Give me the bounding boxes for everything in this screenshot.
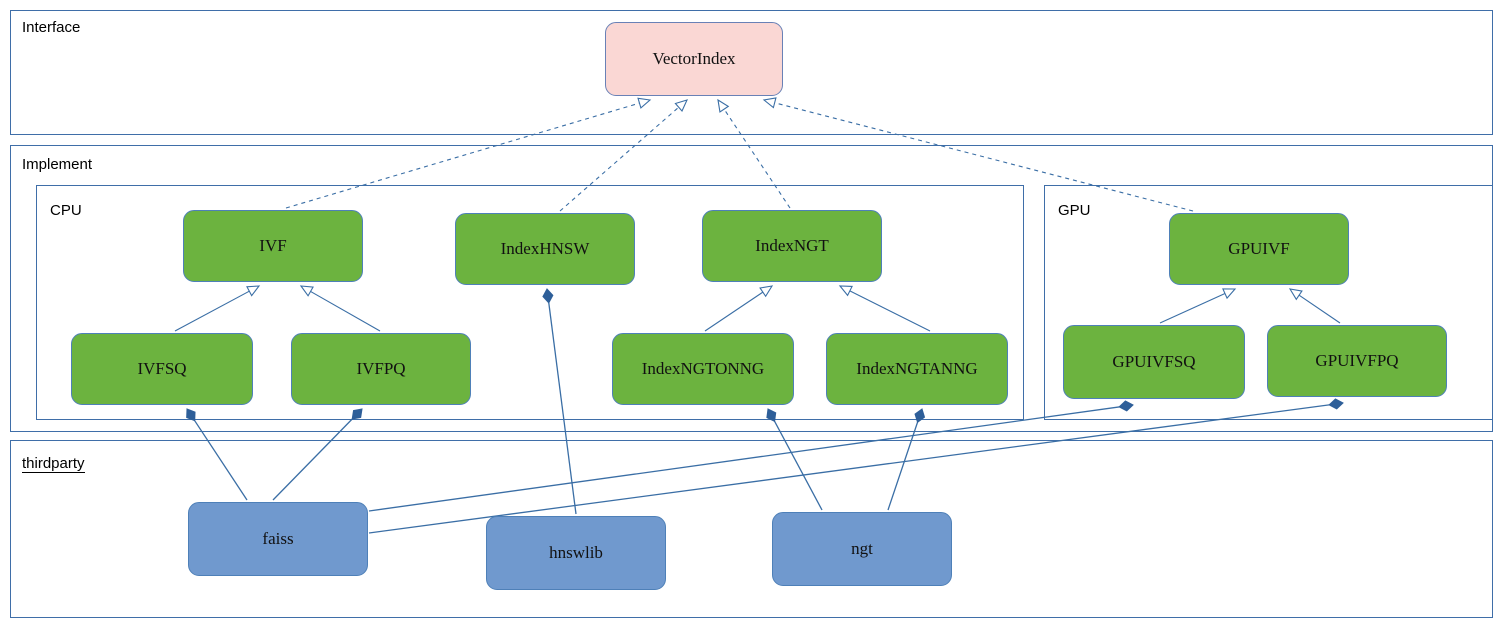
node-indexhnsw[interactable]: IndexHNSW <box>455 213 635 285</box>
node-label: GPUIVFSQ <box>1112 351 1196 371</box>
node-label: IndexHNSW <box>500 238 590 258</box>
node-indexngtonng[interactable]: IndexNGTONNG <box>612 333 794 405</box>
container-label-cpu: CPU <box>50 202 82 219</box>
node-label: ngt <box>851 538 873 558</box>
node-label: GPUIVF <box>1228 238 1290 258</box>
node-vectorindex[interactable]: VectorIndex <box>605 22 783 96</box>
node-hnswlib[interactable]: hnswlib <box>486 516 666 590</box>
node-label: faiss <box>262 528 294 548</box>
node-ivfsq[interactable]: IVFSQ <box>71 333 253 405</box>
node-gpuivfpq[interactable]: GPUIVFPQ <box>1267 325 1447 397</box>
spellcheck-squiggle-icon <box>22 472 85 477</box>
node-label: IndexNGTONNG <box>641 358 765 378</box>
container-label-implement: Implement <box>22 156 93 173</box>
node-label: IndexNGTANNG <box>856 358 978 378</box>
container-label-gpu: GPU <box>1058 202 1091 219</box>
node-ivf[interactable]: IVF <box>183 210 363 282</box>
node-label: IndexNGT <box>755 235 829 255</box>
node-label: IVFSQ <box>137 358 187 378</box>
node-label: VectorIndex <box>652 48 736 68</box>
node-gpuivfsq[interactable]: GPUIVFSQ <box>1063 325 1245 399</box>
node-label: IVFPQ <box>356 358 406 378</box>
node-faiss[interactable]: faiss <box>188 502 368 576</box>
node-label: IVF <box>259 235 287 255</box>
node-ngt[interactable]: ngt <box>772 512 952 586</box>
node-indexngt[interactable]: IndexNGT <box>702 210 882 282</box>
node-indexngtanng[interactable]: IndexNGTANNG <box>826 333 1008 405</box>
node-label: hnswlib <box>549 542 603 562</box>
node-gpuivf[interactable]: GPUIVF <box>1169 213 1349 285</box>
node-ivfpq[interactable]: IVFPQ <box>291 333 471 405</box>
container-label-thirdparty: thirdparty <box>22 456 85 473</box>
node-label: GPUIVFPQ <box>1315 350 1399 370</box>
container-label-interface: Interface <box>22 19 81 36</box>
